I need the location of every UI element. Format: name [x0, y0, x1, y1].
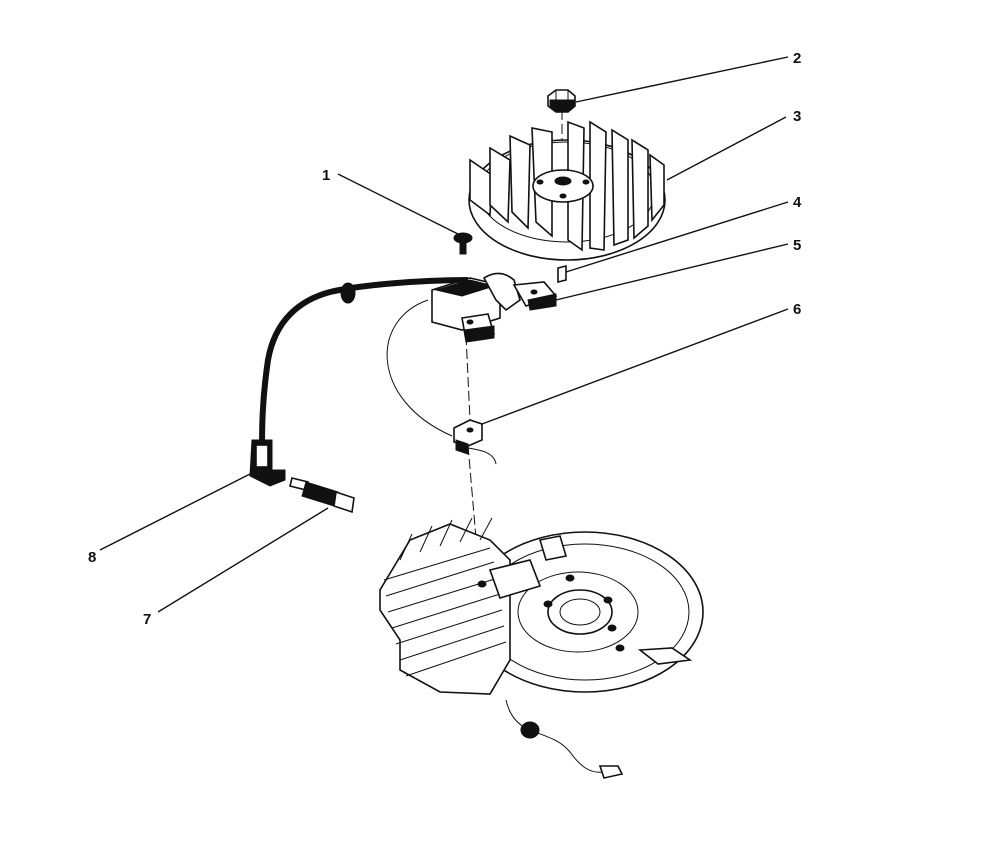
callout-3: 3 — [793, 108, 801, 125]
leader-line-5 — [555, 243, 789, 301]
ground-wire — [386, 299, 453, 437]
callout-8: 8 — [88, 549, 96, 566]
callout-2: 2 — [793, 50, 801, 67]
callout-7: 7 — [143, 611, 151, 628]
ground-wire-tail — [467, 447, 497, 465]
stop-wire — [505, 699, 624, 779]
spark-plug — [289, 477, 355, 514]
leader-line-8 — [99, 473, 251, 551]
mounting-screw — [453, 232, 473, 255]
ignition-module — [431, 272, 558, 343]
leader-line-1 — [337, 173, 459, 235]
axis-line-mid — [465, 334, 471, 421]
terminal-clip — [453, 419, 483, 455]
leader-line-2 — [575, 56, 789, 103]
engine-block — [379, 517, 704, 695]
callout-1: 1 — [322, 167, 330, 184]
flywheel-key — [557, 264, 567, 284]
leader-line-6 — [481, 308, 789, 425]
leader-line-3 — [666, 116, 787, 181]
callout-6: 6 — [793, 301, 801, 318]
flywheel-nut — [547, 89, 576, 113]
callout-5: 5 — [793, 237, 801, 254]
leader-line-4 — [565, 201, 789, 273]
spark-plug-lead — [249, 277, 469, 487]
callout-4: 4 — [793, 194, 802, 211]
flywheel — [468, 120, 666, 261]
leader-line-7 — [157, 507, 329, 613]
